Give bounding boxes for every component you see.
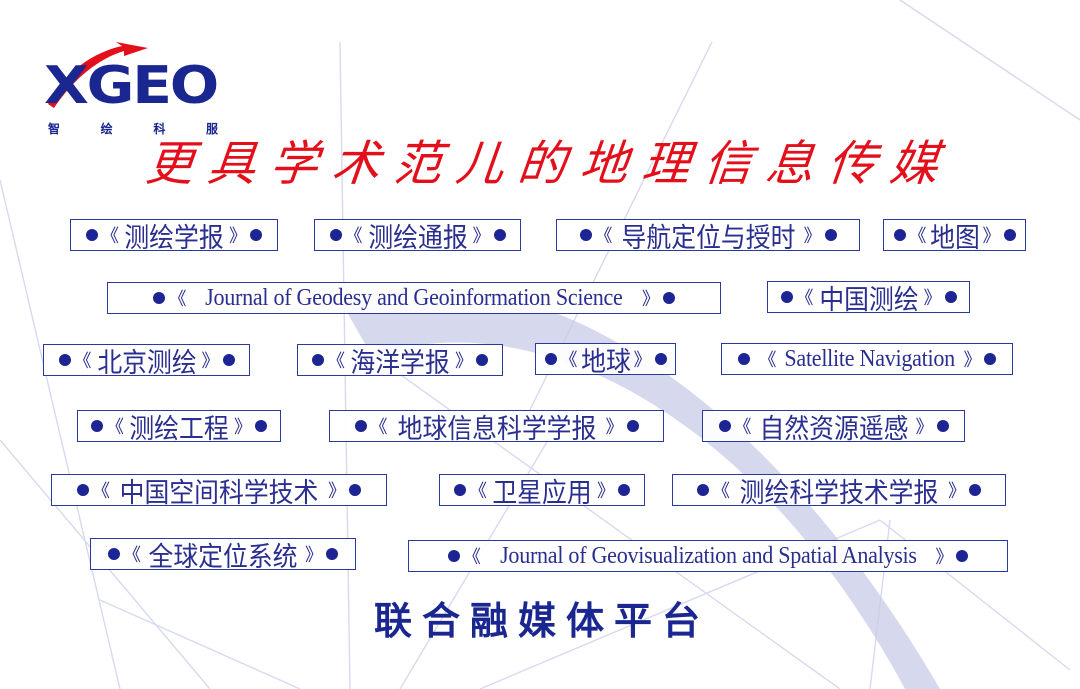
journal-name: Satellite Navigation — [784, 345, 956, 372]
logo-subtitle-char: 绘 — [100, 122, 113, 136]
logo-subtitle-char: 服 — [205, 122, 218, 136]
journal-name: 测绘科学技术学报 — [739, 477, 939, 509]
platform-title: 联合融媒体平台 — [374, 599, 711, 643]
journal-name: 自然资源遥感 — [758, 413, 909, 445]
journal-name: 地球 — [580, 346, 631, 378]
bullet-dot-icon — [1003, 229, 1016, 241]
bullet-dot-icon — [58, 354, 71, 366]
bullet-dot-icon — [476, 354, 488, 366]
journal-name: 地图 — [929, 222, 980, 254]
journal-name: 北京测绘 — [96, 347, 197, 379]
journal-name: 中国测绘 — [818, 284, 919, 316]
journal-name: 海洋学报 — [350, 347, 450, 379]
bullet-dot-icon — [544, 353, 557, 365]
journal-tag[interactable]: 《海洋学报》 — [297, 344, 503, 379]
bullet-dot-icon — [718, 420, 731, 432]
journal-tag[interactable]: 《中国空间科学技术》 — [51, 474, 387, 509]
bullet-dot-icon — [250, 229, 262, 241]
journal-tag[interactable]: 《导航定位与授时》 — [556, 219, 860, 254]
bullet-dot-icon — [579, 229, 592, 241]
bullet-dot-icon — [222, 354, 235, 366]
logo-subtitle-char: 智 — [48, 122, 61, 136]
journal-tag[interactable]: 《全球定位系统》 — [90, 538, 356, 573]
bullet-dot-icon — [108, 548, 120, 560]
bullet-dot-icon — [654, 353, 667, 365]
bullet-dot-icon — [329, 229, 342, 241]
journal-tag[interactable]: 《测绘学报》 — [70, 219, 278, 254]
journal-name: 全球定位系统 — [148, 541, 298, 573]
journal-name: 中国空间科学技术 — [119, 477, 319, 509]
xgeo-logo: XGEO 智 绘 科 服 — [44, 42, 219, 136]
journal-name: 测绘工程 — [129, 413, 229, 445]
journal-tag[interactable]: 《卫星应用》 — [439, 474, 645, 509]
journal-tag[interactable]: 《Journal of Geodesy and Geoinformation S… — [107, 282, 721, 314]
bullet-dot-icon — [956, 550, 969, 562]
journal-name: Journal of Geovisualization and Spatial … — [499, 542, 917, 569]
logo-subtitle-char: 科 — [153, 122, 166, 136]
journal-tag[interactable]: 《地图》 — [883, 219, 1026, 254]
journal-tag[interactable]: 《测绘科学技术学报》 — [672, 474, 1006, 509]
journal-name: 导航定位与授时 — [621, 222, 795, 254]
journal-name: 测绘学报 — [124, 222, 224, 254]
journal-tag[interactable]: 《Journal of Geovisualization and Spatial… — [408, 540, 1008, 572]
journal-tag[interactable]: 《测绘工程》 — [77, 410, 281, 445]
logo-subtitle: 智 绘 科 服 — [48, 120, 218, 137]
journal-name: 测绘通报 — [367, 222, 468, 254]
journal-tag[interactable]: 《地球》 — [535, 343, 676, 378]
bullet-dot-icon — [626, 420, 639, 432]
bullet-dot-icon — [984, 353, 997, 365]
journal-tag[interactable]: 《Satellite Navigation》 — [721, 343, 1013, 375]
bullet-dot-icon — [86, 229, 98, 241]
bullet-dot-icon — [91, 420, 103, 432]
logo-wordmark: XGEO — [44, 56, 219, 116]
journal-tag[interactable]: 《中国测绘》 — [767, 281, 970, 316]
journal-tag[interactable]: 《自然资源遥感》 — [702, 410, 965, 445]
bullet-dot-icon — [662, 292, 675, 304]
bullet-dot-icon — [255, 420, 267, 432]
journal-name: 地球信息科学学报 — [397, 413, 596, 445]
bullet-dot-icon — [737, 353, 750, 365]
bullet-dot-icon — [77, 484, 89, 496]
logo-swoosh-icon — [48, 42, 148, 108]
bullet-dot-icon — [447, 550, 460, 562]
bullet-dot-icon — [618, 484, 630, 496]
slogan-heading: 更具学术范儿的地理信息传媒 — [143, 136, 955, 192]
bullet-dot-icon — [780, 291, 793, 303]
bullet-dot-icon — [697, 484, 709, 496]
bullet-dot-icon — [312, 354, 324, 366]
bullet-dot-icon — [454, 484, 466, 496]
journal-name: Journal of Geodesy and Geoinformation Sc… — [205, 284, 623, 311]
journal-name: 卫星应用 — [492, 477, 592, 509]
bullet-dot-icon — [893, 229, 906, 241]
journal-tag[interactable]: 《北京测绘》 — [43, 344, 250, 379]
journal-tag[interactable]: 《测绘通报》 — [314, 219, 521, 254]
bullet-dot-icon — [944, 291, 957, 303]
bullet-dot-icon — [493, 229, 506, 241]
bullet-dot-icon — [326, 548, 338, 560]
journal-tag[interactable]: 《地球信息科学学报》 — [329, 410, 664, 445]
bullet-dot-icon — [354, 420, 367, 432]
bullet-dot-icon — [936, 420, 949, 432]
bullet-dot-icon — [824, 229, 837, 241]
bullet-dot-icon — [153, 292, 166, 304]
bullet-dot-icon — [349, 484, 361, 496]
bullet-dot-icon — [969, 484, 981, 496]
